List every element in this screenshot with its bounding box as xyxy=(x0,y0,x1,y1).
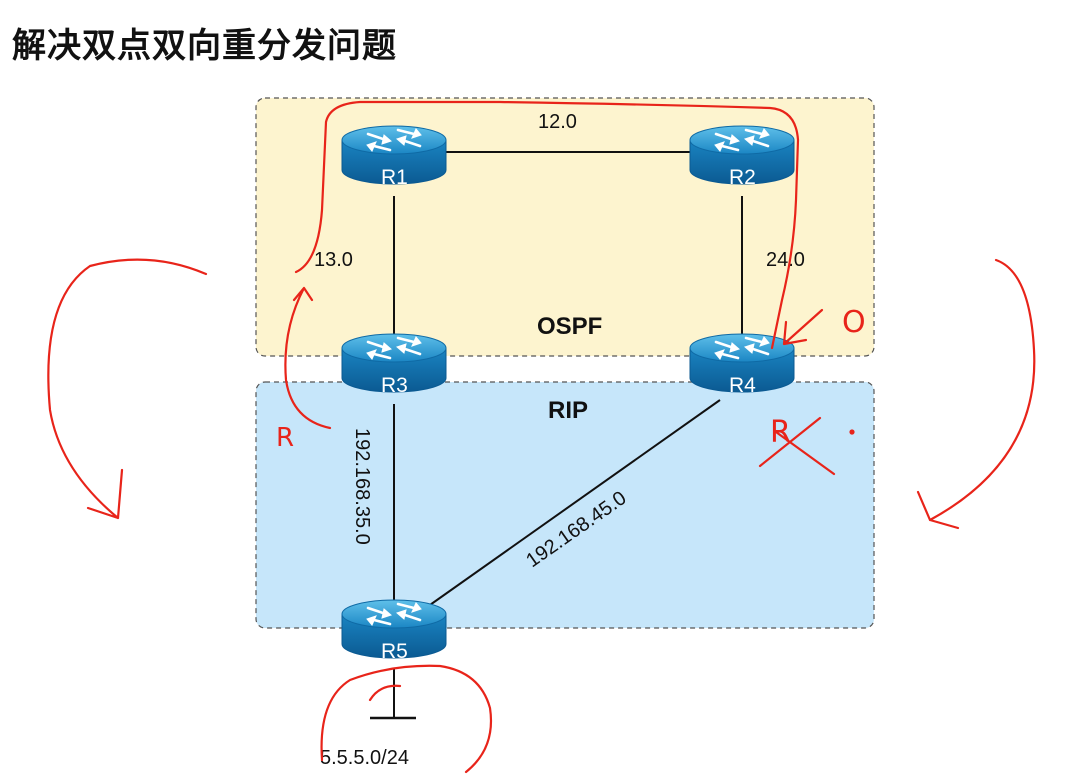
ink-route-path xyxy=(294,100,800,350)
router-r3-label: R3 xyxy=(381,374,408,397)
ink-left-curved-arrow xyxy=(47,258,208,520)
label-link-r2-r4: 24.0 xyxy=(766,249,805,271)
router-r4-label: R4 xyxy=(729,374,756,397)
ink-arrow-to-r4 xyxy=(782,308,824,346)
router-r5[interactable]: R5 xyxy=(340,598,448,663)
ink-r5-circle xyxy=(320,664,492,774)
ink-label-r4-ospf: O xyxy=(842,305,866,340)
router-r3[interactable]: R3 xyxy=(340,332,448,397)
rip-area xyxy=(255,381,875,629)
router-r5-label: R5 xyxy=(381,640,408,663)
ospf-area-label: OSPF xyxy=(537,313,602,340)
ink-right-curved-arrow xyxy=(916,258,1036,530)
ink-dot xyxy=(849,429,855,435)
page-title: 解决双点双向重分发问题 xyxy=(12,26,397,66)
link-r4-r5 xyxy=(419,399,721,613)
router-r2[interactable]: R2 xyxy=(688,124,796,189)
ink-cross-mark xyxy=(758,416,836,476)
label-link-r1-r2: 12.0 xyxy=(538,111,577,133)
ink-label-r3-rip: R xyxy=(276,423,294,453)
router-r1[interactable]: R1 xyxy=(340,124,448,189)
router-r4[interactable]: R4 xyxy=(688,332,796,397)
ink-r3-feedback-arrow xyxy=(284,286,332,430)
label-stub-network: 5.5.5.0/24 xyxy=(320,747,409,769)
label-link-r3-r5: 192.168.35.0 xyxy=(351,428,373,545)
rip-area-label: RIP xyxy=(548,397,588,424)
label-link-r1-r3: 13.0 xyxy=(314,249,353,271)
ink-label-r4-rip: R xyxy=(770,415,791,450)
router-r2-label: R2 xyxy=(729,166,756,189)
router-r1-label: R1 xyxy=(381,166,408,189)
